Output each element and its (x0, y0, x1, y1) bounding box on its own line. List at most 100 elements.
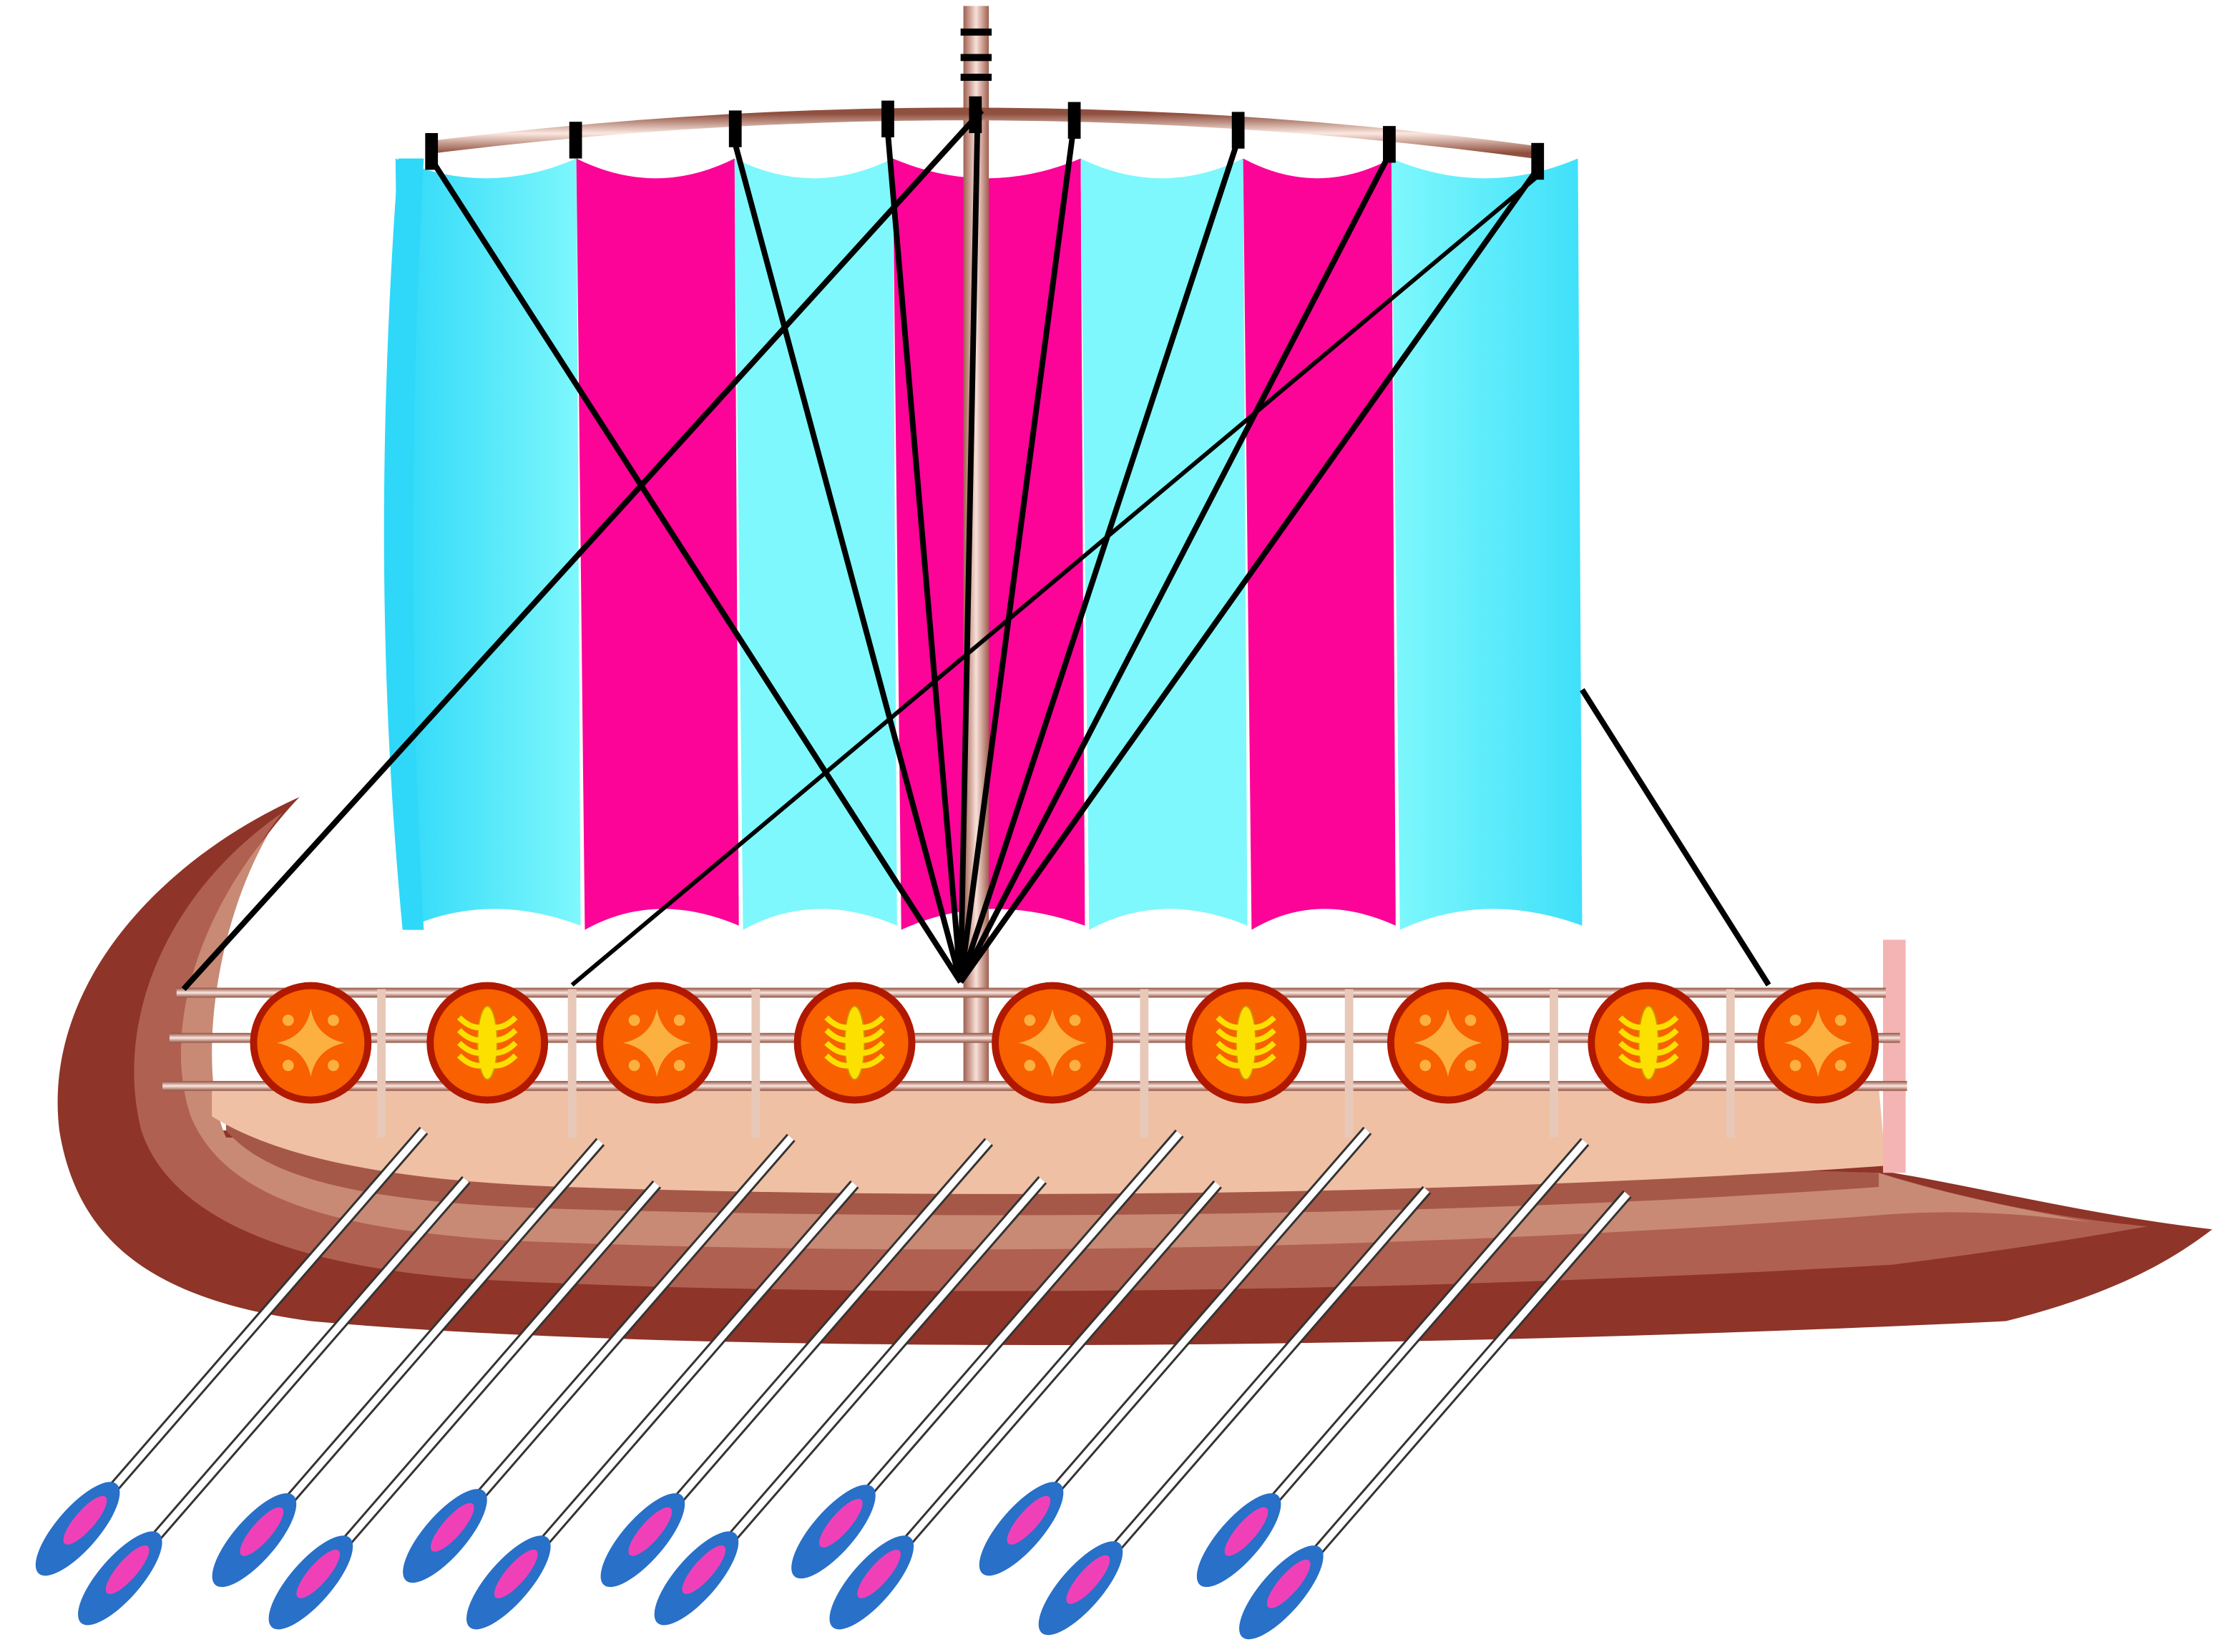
oar (35, 1126, 429, 1576)
sail-stripe-cyan (734, 158, 897, 930)
bug-leg (854, 1040, 885, 1056)
oar-blade-inner (105, 1545, 150, 1595)
sail-stripe-cyan (1080, 158, 1248, 930)
shield-dot (673, 1060, 685, 1072)
shields (250, 982, 1879, 1104)
shield-dot (1024, 1015, 1036, 1026)
bug-leg (1618, 1040, 1650, 1056)
shield-dot (1789, 1015, 1801, 1026)
rail-post (1726, 989, 1735, 1138)
shield-dot (1834, 1060, 1847, 1072)
oar-blade (1196, 1493, 1281, 1588)
shield-dot (673, 1015, 685, 1026)
shield (250, 982, 372, 1104)
rigging-rope (428, 157, 963, 984)
shield-dot (1069, 1015, 1081, 1026)
oar-blade-inner (682, 1545, 726, 1595)
oars (35, 1126, 1632, 1640)
oar (654, 1176, 1047, 1626)
oar-blade (35, 1482, 120, 1576)
shield-dot (1789, 1060, 1801, 1072)
bug-leg (1647, 1040, 1679, 1056)
rigging-rope (958, 154, 1392, 984)
oar-blade-inner (240, 1507, 284, 1556)
bug-leg (1618, 1027, 1650, 1043)
shield-dot (628, 1015, 640, 1026)
shield-dot (328, 1015, 339, 1026)
oar-blade (212, 1493, 297, 1588)
rigging-rope (884, 124, 964, 983)
shield-dot (1069, 1060, 1081, 1072)
oar-blade-inner (1007, 1495, 1051, 1545)
oar-blade (791, 1485, 876, 1579)
mast-band (960, 54, 992, 62)
oar-shaft (889, 1181, 1221, 1563)
shield (426, 982, 549, 1104)
bug-leg (824, 1027, 856, 1043)
oar (403, 1133, 796, 1583)
star-emblem-icon (622, 1009, 691, 1077)
bug-leg (456, 1053, 489, 1069)
star-emblem-icon (277, 1009, 345, 1077)
bug-leg (824, 1040, 856, 1056)
oar-blade (268, 1535, 353, 1630)
oar-shaft (271, 1139, 603, 1520)
oar-blade-inner (430, 1502, 474, 1552)
oar-blade-inner (628, 1507, 673, 1556)
bug-leg (1647, 1015, 1679, 1031)
bug-leg (456, 1040, 489, 1056)
oar-blade-inner (818, 1498, 863, 1548)
oar-blade (829, 1535, 914, 1630)
bug-leg (486, 1027, 518, 1043)
oar-shaft (1256, 1139, 1588, 1520)
bug-leg (1618, 1053, 1650, 1069)
oar-shaft (660, 1139, 992, 1520)
bug-leg (1647, 1027, 1679, 1043)
yard-rope-clamp (1231, 112, 1245, 149)
hull-inner (212, 1088, 1886, 1194)
rigging (181, 108, 1771, 992)
shield (596, 982, 718, 1104)
oar-blade-inner (1066, 1555, 1110, 1604)
bug-leg (486, 1040, 518, 1056)
oar-blade-inner (857, 1549, 901, 1598)
oar (1038, 1186, 1432, 1636)
shield-dot (1834, 1015, 1847, 1026)
oar (829, 1180, 1222, 1630)
oar-blade (466, 1535, 551, 1630)
oar (979, 1126, 1372, 1576)
oar-shaft (137, 1177, 469, 1558)
bug-leg (456, 1015, 489, 1031)
bow-post (1882, 939, 1906, 1173)
shield-dot (282, 1015, 294, 1026)
shield (1387, 982, 1509, 1104)
oar-shaft (328, 1181, 660, 1563)
bug-leg (854, 1053, 885, 1069)
oar-shaft (850, 1130, 1183, 1512)
oar-blade-inner (494, 1549, 538, 1598)
bug-leg (1216, 1027, 1247, 1043)
oar-shaft (525, 1181, 858, 1563)
bug-leg (1245, 1027, 1276, 1043)
oar-blade (1038, 1541, 1123, 1636)
bug-leg (854, 1027, 885, 1043)
oar-shaft (1038, 1128, 1371, 1509)
oar-blade-inner (1224, 1507, 1268, 1556)
oar-shaft (1097, 1187, 1429, 1568)
rigging-rope (181, 108, 984, 992)
rail-post (377, 989, 386, 1138)
yard-rope-clamp (728, 110, 742, 147)
oar-blade-inner (63, 1495, 107, 1545)
rigging-rope (731, 140, 964, 983)
shield-dot (1465, 1015, 1477, 1026)
bug-leg (824, 1053, 856, 1069)
shield (1757, 982, 1879, 1104)
shield-dot (1419, 1015, 1432, 1026)
bug-leg (854, 1015, 885, 1031)
oar-blade (403, 1489, 487, 1583)
oar-blade (600, 1493, 685, 1588)
shield (1588, 982, 1710, 1104)
yard-beam (430, 107, 1541, 160)
shield (793, 982, 916, 1104)
oar-shaft (461, 1135, 794, 1516)
